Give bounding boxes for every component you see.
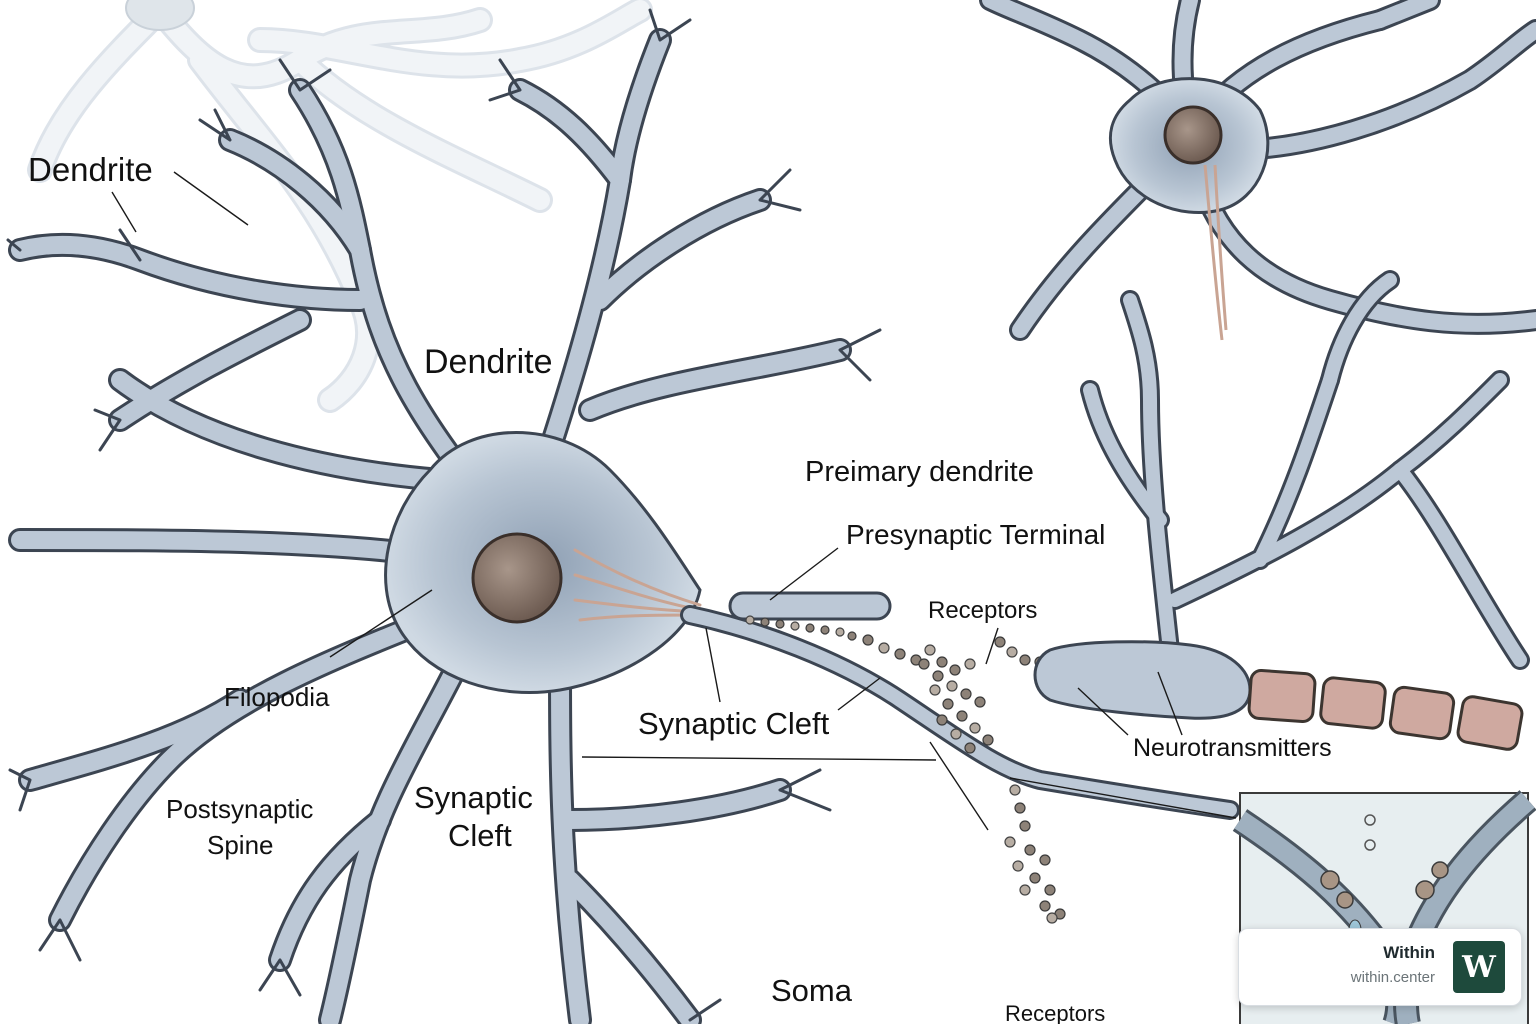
myelin-segment bbox=[1319, 676, 1387, 730]
vesicle-dot bbox=[1046, 912, 1058, 924]
vesicle-dot bbox=[936, 656, 948, 668]
vesicle-dot bbox=[862, 634, 874, 646]
vesicle-dot bbox=[878, 642, 890, 654]
vesicle-dot bbox=[805, 623, 815, 633]
vesicle-dot bbox=[1024, 844, 1036, 856]
vesicle-dot bbox=[964, 742, 976, 754]
vesicle-dot bbox=[964, 658, 976, 670]
labels: Dendrite Dendrite Preimary dendrite Pres… bbox=[28, 151, 1332, 1024]
myelin-segment bbox=[1388, 685, 1456, 741]
within-logo-icon: W bbox=[1453, 941, 1505, 993]
postsynaptic-dendrite bbox=[1033, 270, 1530, 720]
vesicle-dot bbox=[918, 658, 930, 670]
vesicle-dot bbox=[1004, 836, 1016, 848]
vesicle-dot bbox=[1006, 646, 1018, 658]
leader-lines bbox=[111, 171, 1237, 831]
vesicle-dot bbox=[949, 664, 961, 676]
myelin-sheath bbox=[1247, 668, 1524, 751]
vesicle-dot bbox=[820, 625, 830, 635]
vesicle-dot bbox=[936, 714, 948, 726]
vesicle-dot bbox=[946, 680, 958, 692]
watermark-name: Within bbox=[1383, 943, 1435, 962]
ghost-neuron bbox=[27, 0, 653, 413]
vesicle-dot bbox=[1019, 884, 1031, 896]
label-preimary-dendrite: Preimary dendrite bbox=[805, 456, 1034, 488]
vesicle-dot bbox=[1012, 860, 1024, 872]
label-postsynaptic-spine-line2: Spine bbox=[207, 830, 274, 860]
main-nucleus bbox=[471, 532, 563, 624]
label-receptors-lower: Receptors bbox=[1005, 1001, 1105, 1024]
myelin-segment bbox=[1247, 668, 1317, 724]
label-synaptic-cleft-left-line1: Synaptic bbox=[414, 780, 533, 815]
vesicle-dot bbox=[1019, 820, 1031, 832]
vesicle-dot bbox=[950, 728, 962, 740]
vesicle-dot bbox=[1029, 872, 1041, 884]
vesicle-dot bbox=[775, 619, 785, 629]
vesicle-dot bbox=[929, 684, 941, 696]
vesicle-dot bbox=[760, 617, 770, 627]
myelin-segment bbox=[1456, 695, 1524, 751]
vesicle-dot bbox=[1039, 900, 1051, 912]
label-dendrite-top-left: Dendrite bbox=[28, 151, 153, 188]
vesicle-dot bbox=[960, 688, 972, 700]
vesicle-dot bbox=[835, 627, 845, 637]
vesicle-dot bbox=[1039, 854, 1051, 866]
vesicle-dot bbox=[1044, 884, 1056, 896]
vesicle-dot bbox=[894, 648, 906, 660]
vesicle-dot bbox=[969, 722, 981, 734]
presynaptic-terminal bbox=[728, 591, 892, 621]
label-synaptic-cleft-right: Synaptic Cleft bbox=[638, 706, 830, 741]
vesicle-dot bbox=[956, 710, 968, 722]
label-neurotransmitters: Neurotransmitters bbox=[1133, 734, 1332, 762]
label-presynaptic-terminal: Presynaptic Terminal bbox=[846, 519, 1105, 550]
right-neuron bbox=[979, 0, 1536, 341]
label-receptors-upper: Receptors bbox=[928, 597, 1037, 624]
vesicle-dot bbox=[994, 636, 1006, 648]
vesicle-dot bbox=[942, 698, 954, 710]
vesicle-dot bbox=[745, 615, 755, 625]
label-synaptic-cleft-left-line2: Cleft bbox=[448, 818, 512, 853]
right-nucleus bbox=[1163, 105, 1223, 165]
vesicle-dot bbox=[1014, 802, 1026, 814]
vesicle-dot bbox=[847, 631, 857, 641]
vesicle-dot bbox=[790, 621, 800, 631]
vesicle-dot bbox=[932, 670, 944, 682]
label-filopodia: Filopodia bbox=[224, 682, 330, 712]
label-dendrite-center: Dendrite bbox=[424, 343, 553, 381]
vesicle-dot bbox=[924, 644, 936, 656]
label-postsynaptic-spine-line1: Postsynaptic bbox=[166, 794, 313, 824]
vesicle-dot bbox=[1009, 784, 1021, 796]
watermark-card[interactable]: Within within.center W bbox=[1238, 928, 1522, 1006]
watermark-url[interactable]: within.center bbox=[1350, 969, 1435, 986]
vesicle-dot bbox=[982, 734, 994, 746]
label-soma: Soma bbox=[771, 973, 853, 1008]
main-soma bbox=[384, 431, 702, 694]
vesicle-dot bbox=[974, 696, 986, 708]
vesicle-dot bbox=[1019, 654, 1031, 666]
